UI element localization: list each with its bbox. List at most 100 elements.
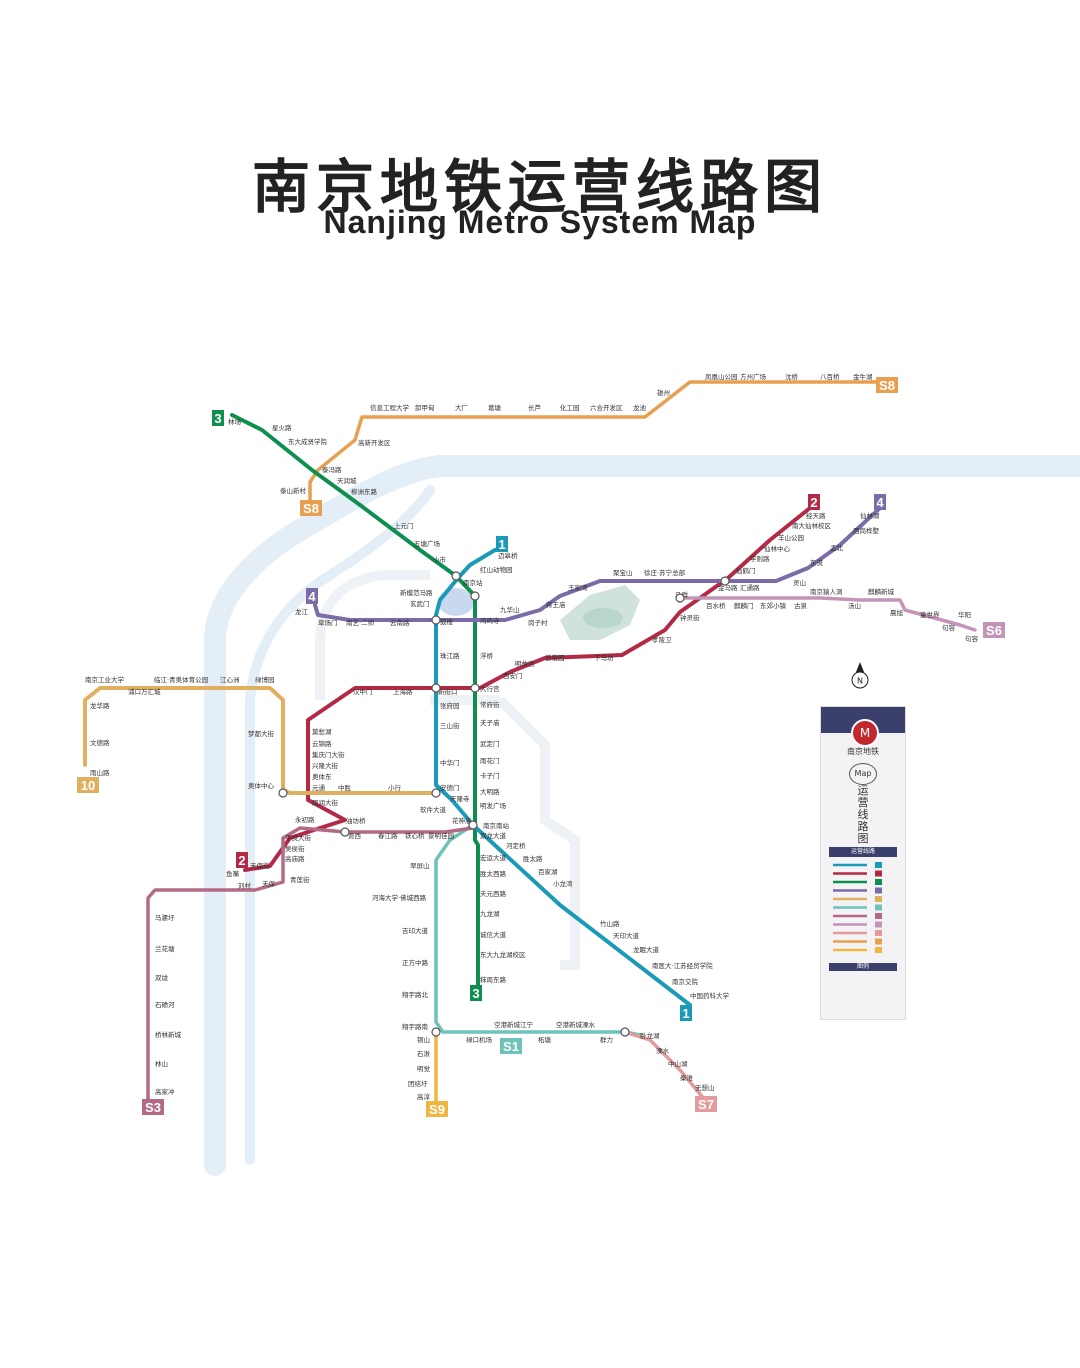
station-label: 小行 xyxy=(388,783,402,792)
legend-badge xyxy=(875,887,882,894)
line-badge xyxy=(983,622,1005,638)
station-label: 麒麟新城 xyxy=(868,587,895,596)
metro-line-l10 xyxy=(83,686,438,795)
station-label: 新街口 xyxy=(438,687,458,696)
station-label: 花神庙 xyxy=(452,816,472,825)
station-label: 八百桥 xyxy=(820,372,840,381)
station-label: 大厂 xyxy=(455,403,469,412)
line-badge-label: S6 xyxy=(986,623,1002,638)
station-label: 红山动物园 xyxy=(480,565,513,574)
metro-line-s6 xyxy=(678,596,977,632)
nanjing-metro-logo-icon: M xyxy=(851,719,879,747)
station-label: 翔宇路北 xyxy=(402,990,429,999)
station-label: 柳洲东路 xyxy=(351,487,378,496)
station-label: 平良大街 xyxy=(285,833,312,842)
line-badge xyxy=(680,1005,692,1021)
station-label: 天润城 xyxy=(337,476,357,485)
station-label: 明觉 xyxy=(417,1064,431,1073)
station-label: 景明佳园 xyxy=(428,831,454,840)
station-label: 仙林湖 xyxy=(860,511,880,520)
station-label: 汇通路 xyxy=(740,583,760,592)
line-badge-label: S1 xyxy=(503,1039,519,1054)
station-label: 高新开发区 xyxy=(358,438,391,447)
legend-brand: 南京地铁 xyxy=(847,747,879,756)
station-label: 空港新城溧水 xyxy=(556,1020,596,1029)
line-badge xyxy=(212,410,224,426)
station-label: 新模范马路 xyxy=(400,588,433,597)
station-label: 贾西 xyxy=(348,832,362,840)
line-badge-label: 2 xyxy=(810,495,817,510)
station-label: 上海路 xyxy=(393,687,413,696)
station-label: 竹山路 xyxy=(600,919,620,928)
station-label: 云锦路 xyxy=(312,739,332,748)
station-label: 明故宫 xyxy=(515,659,535,668)
station-label: 晨旭 xyxy=(890,608,904,617)
station-label: 临江·青奥体育公园 xyxy=(154,675,208,684)
station-label: 张府园 xyxy=(440,701,460,710)
line-badge xyxy=(300,500,322,516)
station-label: 绿博园 xyxy=(255,675,275,684)
labels-layer: 凤凰山公园方州广场沈桥八百桥金牛湖雄州龙池六合开发区化工园长芦葛塘大厂卸甲甸信息… xyxy=(85,372,979,1101)
station-label: 九华山 xyxy=(500,605,520,614)
station-label: 小龙湾 xyxy=(553,879,573,888)
legend-title: 运营线路图 xyxy=(857,784,869,845)
station-label: 百水桥 xyxy=(706,601,726,610)
station-label: 兴隆大街 xyxy=(312,761,339,770)
station-label: 徐庄·苏宁总部 xyxy=(644,568,686,577)
station-label: 天保街 xyxy=(250,861,270,870)
station-label: 翔宇路南 xyxy=(402,1022,429,1031)
line-badge xyxy=(77,777,99,793)
city-outline xyxy=(315,570,580,970)
line-badge-label: 4 xyxy=(308,589,316,604)
station-label: 南医大·江苏经贸学院 xyxy=(652,961,713,970)
station-label: 安德门 xyxy=(440,783,460,792)
interchange-station-icon xyxy=(451,571,461,581)
station-label: 灵山 xyxy=(793,578,806,587)
station-label: 吉印大道 xyxy=(402,926,429,935)
station-label: 凤凰山公园 xyxy=(705,372,738,381)
station-label: 南京站 xyxy=(463,578,483,587)
line-badge xyxy=(426,1101,448,1117)
station-label: 吴侯街 xyxy=(285,844,305,853)
line-badge-label: S7 xyxy=(698,1097,714,1112)
metro-line-s3 xyxy=(146,826,475,1104)
station-label: 雨山路 xyxy=(90,768,110,777)
line-badge xyxy=(500,1038,522,1054)
station-label: 孟北 xyxy=(830,543,844,552)
station-label: 集庆门大街 xyxy=(312,750,345,759)
station-label: 空港新城江宁 xyxy=(494,1020,534,1029)
station-label: 西岗桦墅 xyxy=(853,526,880,535)
station-label: 天保 xyxy=(262,879,276,888)
station-label: 泰山新村 xyxy=(280,486,307,495)
station-label: 秦淮 xyxy=(680,1073,694,1082)
station-label: 元通 xyxy=(312,783,326,792)
station-label: 小市 xyxy=(433,555,447,564)
line-badge-label: 1 xyxy=(498,537,505,552)
line-badge-label: 4 xyxy=(876,495,884,510)
station-label: 鼓楼 xyxy=(440,617,454,626)
station-label: 云南路 xyxy=(390,618,410,627)
station-label: 龙江 xyxy=(295,607,309,616)
station-label: 中华门 xyxy=(440,758,460,767)
station-label: 秣周东路 xyxy=(480,975,507,984)
metro-line-l1 xyxy=(434,548,692,1007)
station-label: 铜山 xyxy=(417,1035,430,1044)
station-label: 胜太路 xyxy=(523,854,543,863)
station-label: 长芦 xyxy=(528,403,542,412)
station-label: 双龙大道 xyxy=(480,831,507,840)
legend-lines-header: 运营线路 xyxy=(829,847,897,857)
line-badge xyxy=(808,494,820,510)
line-badge-label: S3 xyxy=(145,1100,161,1115)
station-label: 胜太西路 xyxy=(480,869,507,878)
interchange-station-icon xyxy=(431,788,441,798)
station-label: 南艺·二师 xyxy=(346,618,375,627)
interchange-station-icon xyxy=(340,827,350,837)
station-label: 雨润大街 xyxy=(312,798,339,807)
station-label: 林场 xyxy=(228,417,242,426)
station-label: 句容 xyxy=(965,634,979,643)
station-label: 卡子门 xyxy=(480,771,500,780)
station-label: 沈桥 xyxy=(785,372,799,381)
line-badge xyxy=(874,494,886,510)
station-label: 东郊小镇 xyxy=(760,601,787,610)
